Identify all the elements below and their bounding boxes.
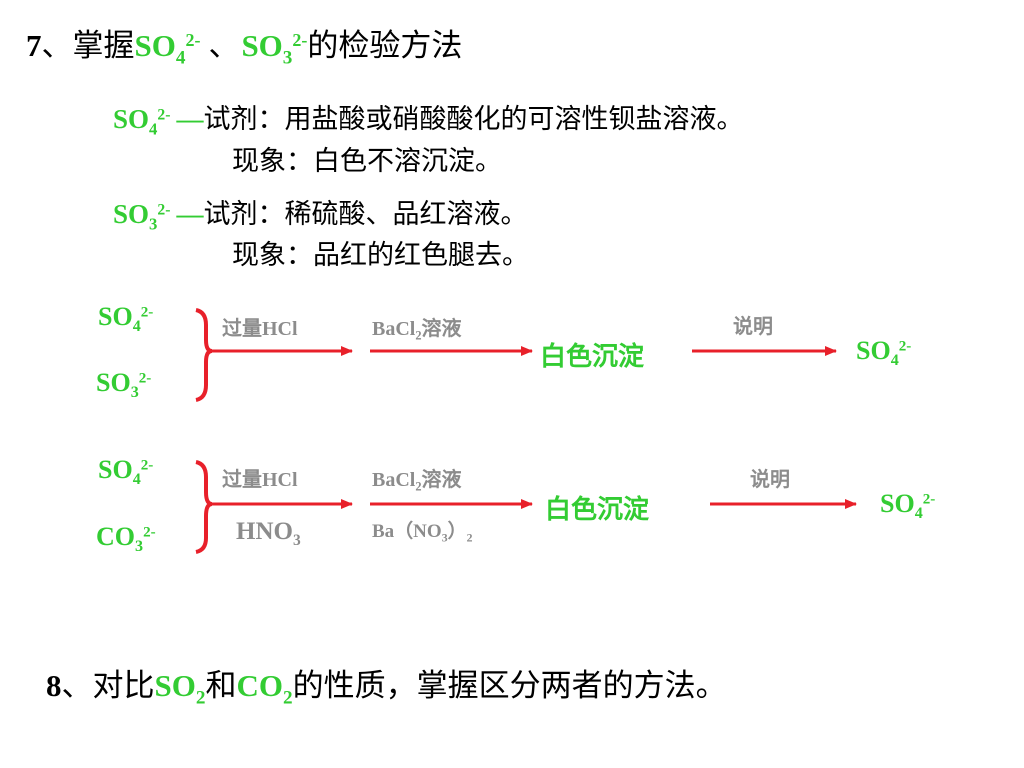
- reagent-formula: HCl: [262, 469, 298, 491]
- ion-sub: 3: [282, 47, 293, 69]
- reagent-sub2: 2: [466, 531, 473, 545]
- ion-sub: 2: [282, 687, 293, 709]
- heading-8-prefix: 、对比: [61, 668, 155, 704]
- ion-sup: 2-: [898, 338, 912, 355]
- ion-base: SO: [856, 336, 891, 365]
- reagent-formula: HNO: [236, 518, 293, 545]
- heading-7-prefix: 、掌握: [41, 28, 135, 64]
- reagent-formula: Ba（NO: [372, 521, 442, 542]
- so3-reagent-text: 试剂：稀硫酸、品红溶液。: [203, 199, 528, 230]
- ion-sub: 4: [149, 119, 158, 139]
- ion-base: SO: [241, 28, 283, 63]
- so3-phenomenon-line: 现象：品红的红色腿去。: [232, 240, 529, 271]
- ion-base: SO: [880, 489, 915, 518]
- ion-base: CO: [96, 522, 135, 551]
- reagent-formula: BaCl: [372, 469, 416, 491]
- ion-sup: 2-: [157, 201, 171, 219]
- so4-reagent-line: SO42-—试剂：用盐酸或硝酸酸化的可溶性钡盐溶液。: [113, 97, 744, 137]
- so4-reagent-text: 试剂：用盐酸或硝酸酸化的可溶性钡盐溶液。: [203, 104, 744, 135]
- ion-base: SO: [113, 104, 150, 134]
- heading-7-ion-so3: SO32-: [241, 28, 308, 67]
- heading-8-number: 8: [46, 668, 62, 703]
- scheme2-reagent-hno3: HNO3: [236, 518, 301, 549]
- heading-8-ion-co2: CO2: [236, 668, 292, 707]
- reagent-prefix: 过量: [222, 467, 262, 491]
- reagent-sub: 2: [415, 328, 422, 343]
- scheme1-explain: 说明: [733, 314, 773, 338]
- heading-7-mid: 、: [208, 28, 240, 64]
- scheme2-result-ion: SO42-: [880, 489, 936, 523]
- ion-sub: 4: [175, 47, 186, 69]
- heading-8-tail: 的性质，掌握区分两者的方法。: [292, 668, 727, 704]
- ion-sup: 2-: [138, 370, 152, 387]
- so4-dash: —: [176, 104, 204, 134]
- reagent-formula: HCl: [262, 318, 298, 340]
- ion-base: SO: [96, 368, 131, 397]
- ion-sub: 4: [132, 318, 141, 336]
- ion-sup: 2-: [922, 491, 936, 508]
- so3-reagent-line: SO32-—试剂：稀硫酸、品红溶液。: [113, 192, 528, 232]
- scheme1-reagent-hcl: 过量HCl: [222, 312, 298, 341]
- heading-8-ion-so2: SO2: [154, 668, 206, 707]
- reagent-formula: BaCl: [372, 318, 416, 340]
- reagent-prefix: 过量: [222, 316, 262, 340]
- ion-sub: 4: [132, 471, 141, 489]
- ion-sup: 2-: [157, 106, 171, 124]
- ion-sup: 2-: [140, 304, 154, 321]
- ion-sup: 2-: [140, 457, 154, 474]
- scheme1-precipitate: 白色沉淀: [540, 342, 645, 372]
- ion-base: SO: [98, 455, 133, 484]
- ion-sub: 2: [195, 687, 206, 709]
- reagent-sub: 2: [415, 479, 422, 494]
- ion-sup: 2-: [292, 30, 308, 51]
- ion-sub: 3: [130, 384, 139, 402]
- scheme1-ion-top: SO42-: [98, 302, 154, 336]
- so4-ion-label: SO42-: [113, 104, 171, 137]
- scheme2-precipitate: 白色沉淀: [545, 495, 650, 525]
- heading-7-tail: 的检验方法: [307, 28, 463, 64]
- scheme2-ion-bottom: CO32-: [96, 522, 156, 556]
- ion-sup: 2-: [185, 30, 201, 51]
- reagent-suffix: 溶液: [421, 316, 462, 340]
- reagent-paren: ）: [447, 521, 467, 542]
- scheme1-result-ion: SO42-: [856, 336, 912, 370]
- reagent-suffix: 溶液: [421, 467, 462, 491]
- scheme2-reagent-hcl: 过量HCl: [222, 463, 298, 492]
- ion-base: SO: [113, 199, 150, 229]
- so3-dash: —: [176, 199, 204, 229]
- scheme2-reagent-bacl2: BaCl2溶液: [372, 463, 462, 494]
- ion-sub: 3: [149, 214, 158, 234]
- so3-ion-label: SO32-: [113, 199, 171, 232]
- ion-base: SO: [98, 302, 133, 331]
- ion-sub: 4: [890, 352, 899, 370]
- heading-8-mid: 和: [205, 668, 237, 704]
- ion-base: SO: [134, 28, 176, 63]
- scheme1-reagent-bacl2: BaCl2溶液: [372, 312, 462, 343]
- heading-7-number: 7: [26, 28, 42, 63]
- scheme1-brace: [195, 308, 213, 402]
- scheme1-ion-bottom: SO32-: [96, 368, 152, 402]
- scheme2-ion-top: SO42-: [98, 455, 154, 489]
- heading-7: 7、掌握SO42-、SO32-的检验方法: [26, 20, 463, 67]
- ion-base: CO: [236, 668, 283, 703]
- ion-sub: 4: [914, 505, 923, 523]
- heading-7-ion-so4: SO42-: [134, 28, 201, 67]
- reagent-sub: 3: [292, 531, 301, 549]
- ion-base: SO: [154, 668, 196, 703]
- scheme2-reagent-bano3: Ba（NO3）2: [372, 516, 473, 545]
- so4-phenomenon-line: 现象：白色不溶沉淀。: [232, 146, 502, 177]
- scheme2-explain: 说明: [750, 467, 790, 491]
- ion-sub: 3: [135, 538, 144, 556]
- heading-8: 8、对比SO2和CO2的性质，掌握区分两者的方法。: [46, 660, 727, 707]
- ion-sup: 2-: [143, 524, 156, 541]
- reagent-sub: 3: [441, 531, 448, 545]
- scheme2-brace: [195, 460, 213, 554]
